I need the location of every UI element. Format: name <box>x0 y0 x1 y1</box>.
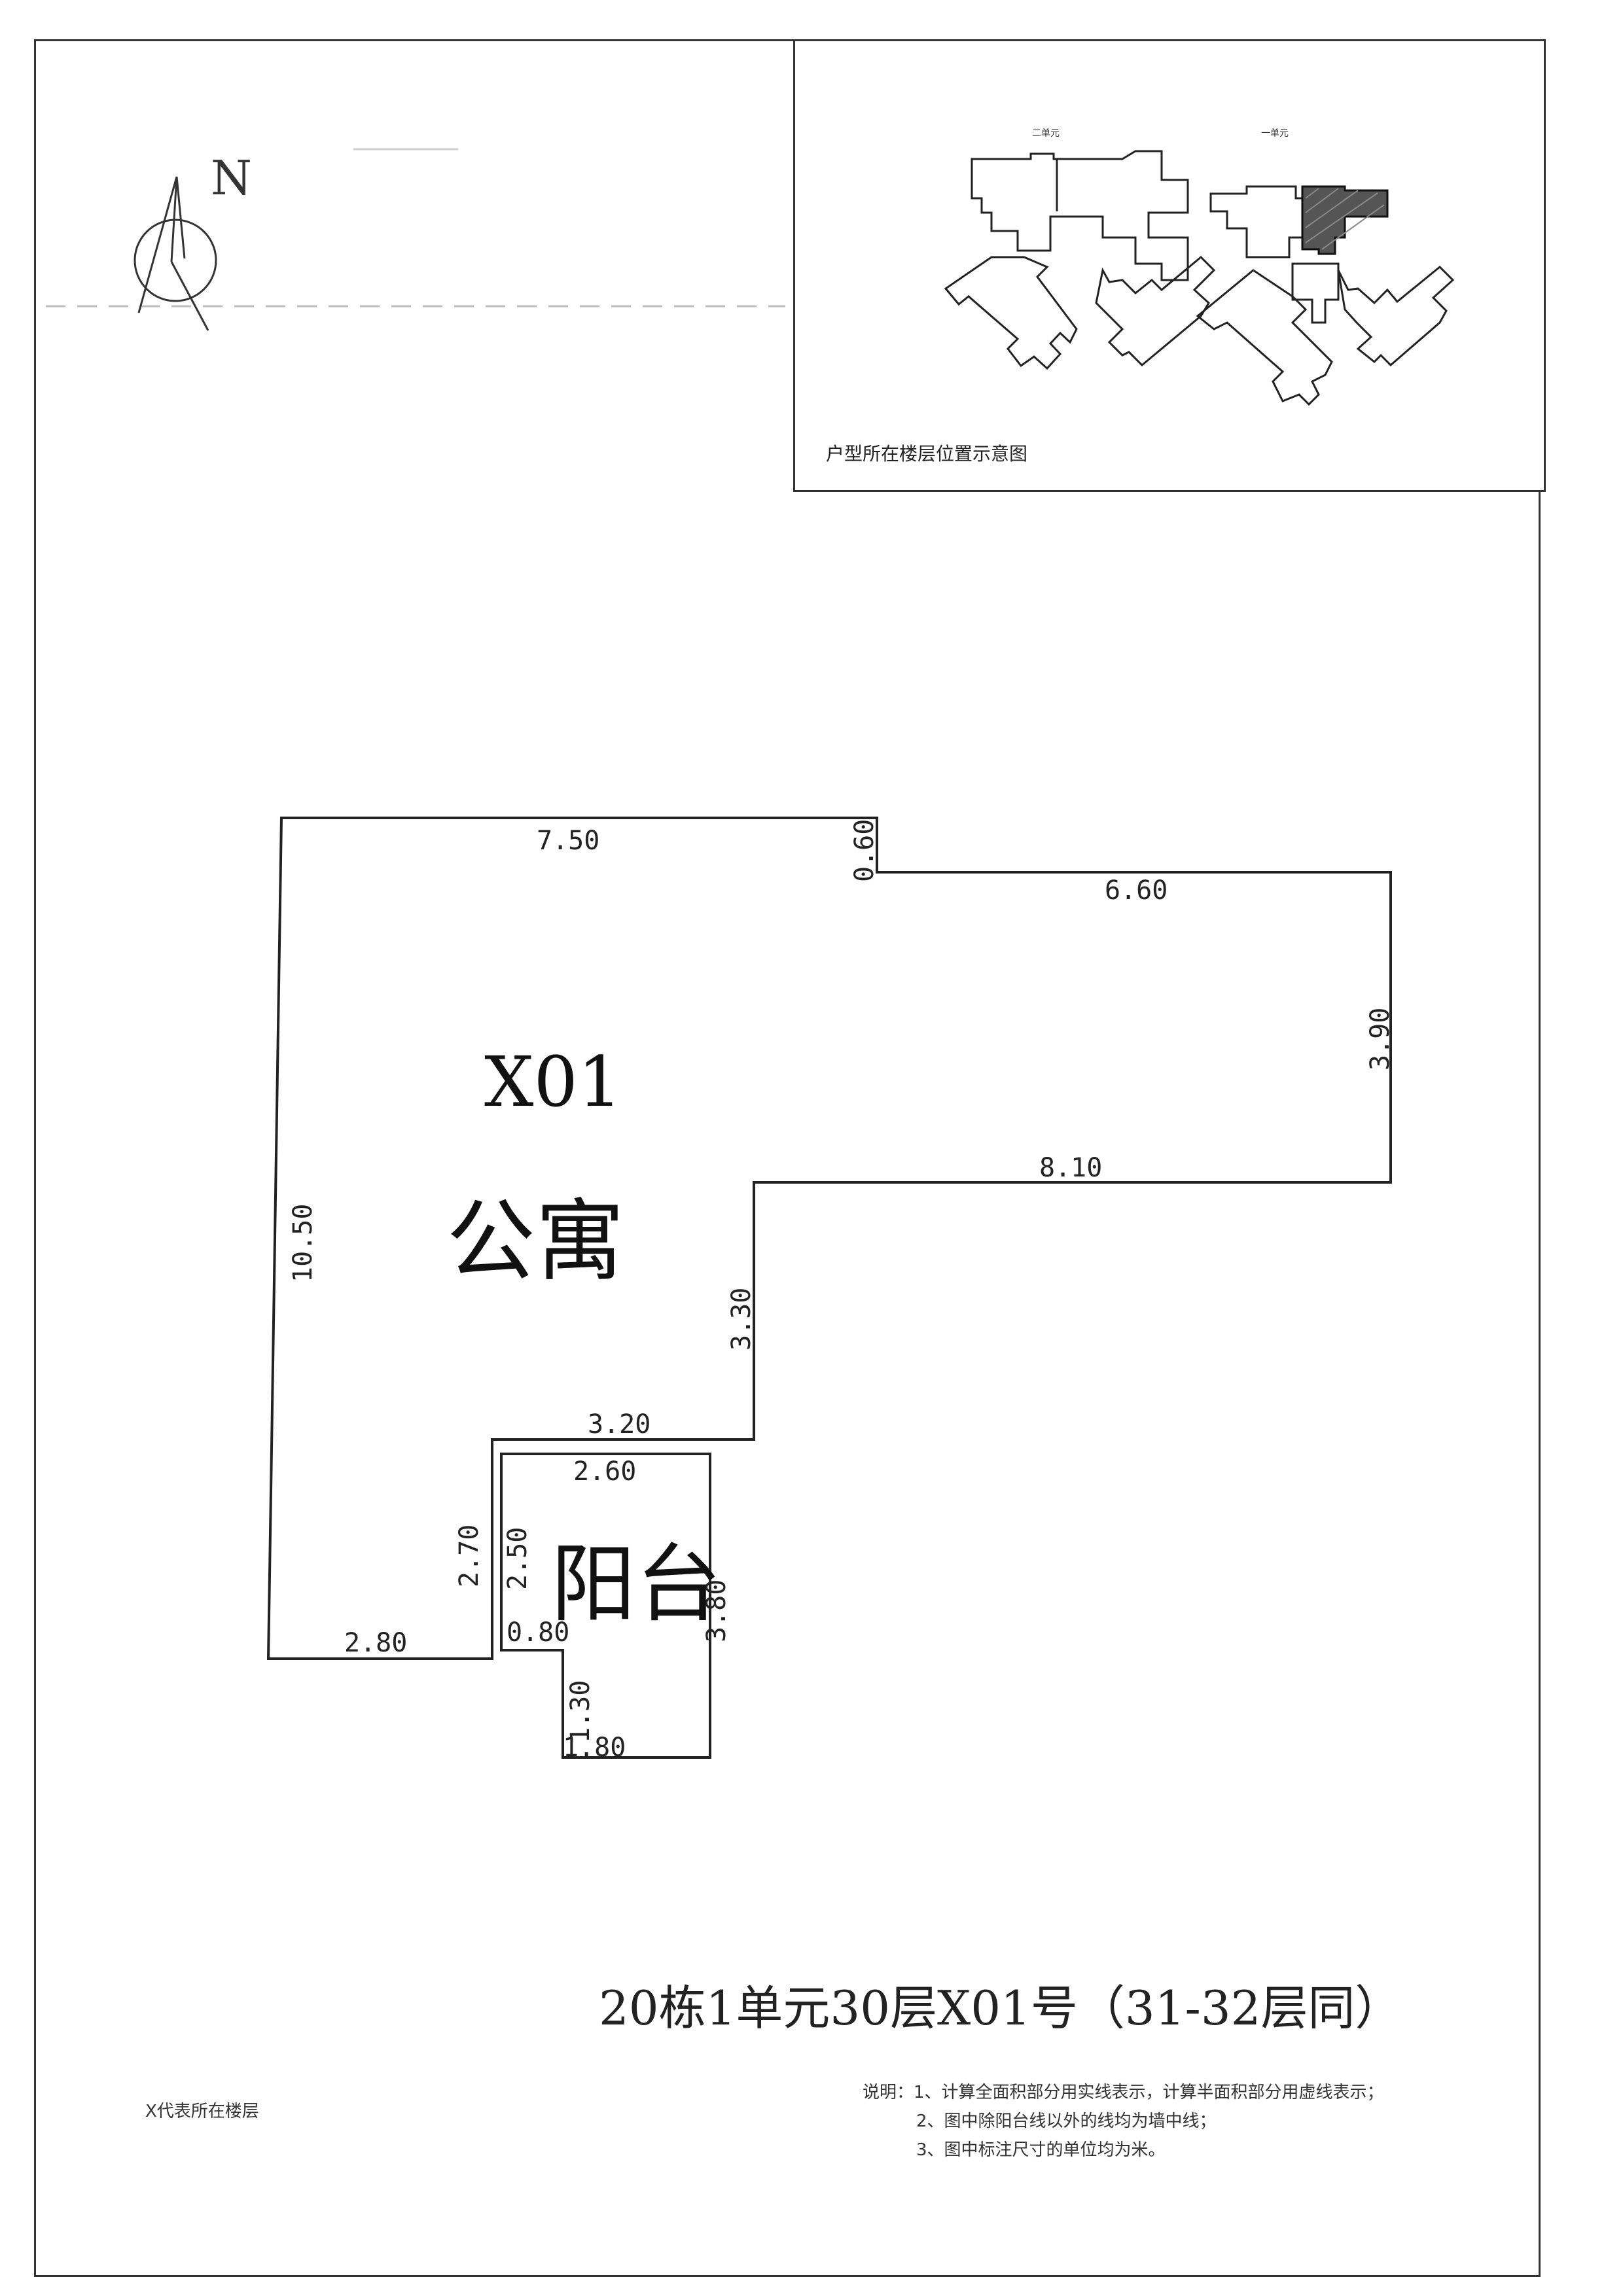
notes-label: 说明： <box>863 2083 914 2102</box>
dim-top-left: 7.50 <box>537 826 599 856</box>
balcony-outline <box>500 1453 711 1759</box>
dim-balcony-left-inner: 2.50 <box>503 1527 533 1590</box>
dim-balcony-right: 3.80 <box>702 1580 732 1642</box>
unit-code: X01 <box>484 1042 622 1122</box>
unit1-label: 一单元 <box>1261 128 1289 139</box>
notes: 说明：1、计算全面积部分用实线表示，计算半面积部分用虚线表示； 2、图中除阳台线… <box>863 2078 1384 2164</box>
note-2: 2、图中除阳台线以外的线均为墙中线； <box>916 2111 1217 2131</box>
hatch-lines <box>1305 188 1385 250</box>
compass-icon <box>134 176 217 331</box>
dim-balcony-step: 0.80 <box>507 1617 569 1648</box>
inset-building-diagram <box>944 150 1455 406</box>
apartment-outline <box>266 817 1392 1660</box>
dim-left: 10.50 <box>288 1204 318 1282</box>
dim-inner-vertical: 3.30 <box>726 1288 757 1351</box>
balcony-label: 阳台 <box>551 1534 721 1634</box>
dim-balcony-lower-left: 1.30 <box>565 1680 596 1743</box>
unit-type: 公寓 <box>446 1190 624 1294</box>
dim-bottom-left: 2.80 <box>344 1628 407 1658</box>
dim-balcony-top-outer: 3.20 <box>588 1409 651 1439</box>
dim-balcony-top-inner: 2.60 <box>573 1457 636 1487</box>
dim-top-right: 6.60 <box>1105 875 1168 906</box>
location-inset: 二单元 一单元 <box>793 39 1546 492</box>
floor-legend: X代表所在楼层 <box>145 2102 259 2121</box>
dim-middle: 8.10 <box>1039 1153 1102 1183</box>
unit1-outline <box>1196 185 1455 406</box>
dim-balcony-bottom: 1.80 <box>563 1733 626 1763</box>
page-title: 20栋1单元30层X01号（31-32层同） <box>599 1981 1402 2036</box>
note-1-text: 1、计算全面积部分用实线表示，计算半面积部分用虚线表示； <box>914 2083 1384 2102</box>
dim-balcony-left-outer: 2.70 <box>454 1525 484 1587</box>
dim-right: 3.90 <box>1365 1008 1395 1070</box>
page-frame <box>34 39 1541 2277</box>
highlighted-unit <box>1301 185 1389 255</box>
dim-step: 0.60 <box>849 819 880 882</box>
unit2-outline <box>944 150 1216 370</box>
unit2-label: 二单元 <box>1032 128 1060 139</box>
note-1: 说明：1、计算全面积部分用实线表示，计算半面积部分用虚线表示； <box>863 2078 1384 2107</box>
note-3: 3、图中标注尺寸的单位均为米。 <box>916 2140 1166 2160</box>
north-label: N <box>211 150 252 205</box>
inset-caption: 户型所在楼层位置示意图 <box>826 443 1028 465</box>
